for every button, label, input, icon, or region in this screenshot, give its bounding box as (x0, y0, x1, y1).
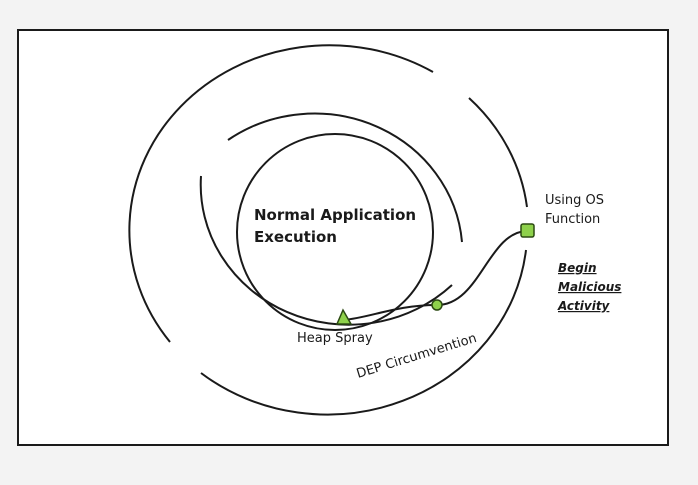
os-function-label-line-1: Using OS (545, 193, 604, 208)
os-function-label-line-2: Function (545, 212, 600, 227)
center-label-line-1: Normal Application (254, 206, 416, 224)
center-label-line-2: Execution (254, 228, 337, 246)
heap-spray-marker-icon (335, 308, 353, 325)
malicious-label-line-1: Begin (558, 261, 597, 275)
os-function-marker-icon (520, 223, 535, 238)
outer-ring-arc-right (468, 97, 528, 208)
outer-ring-arc-bottom (200, 249, 527, 416)
malicious-label-line-2: Malicious (558, 280, 621, 294)
dep-marker-icon (431, 299, 443, 311)
inner-circle (236, 133, 434, 331)
diagram-frame (17, 29, 669, 446)
malicious-label-line-3: Activity (557, 299, 611, 313)
middle-ring-arc-bottom (199, 175, 453, 326)
outer-ring-arc-left (128, 44, 434, 343)
heap-spray-label: Heap Spray (297, 331, 373, 346)
middle-ring-arc-top (227, 112, 463, 243)
